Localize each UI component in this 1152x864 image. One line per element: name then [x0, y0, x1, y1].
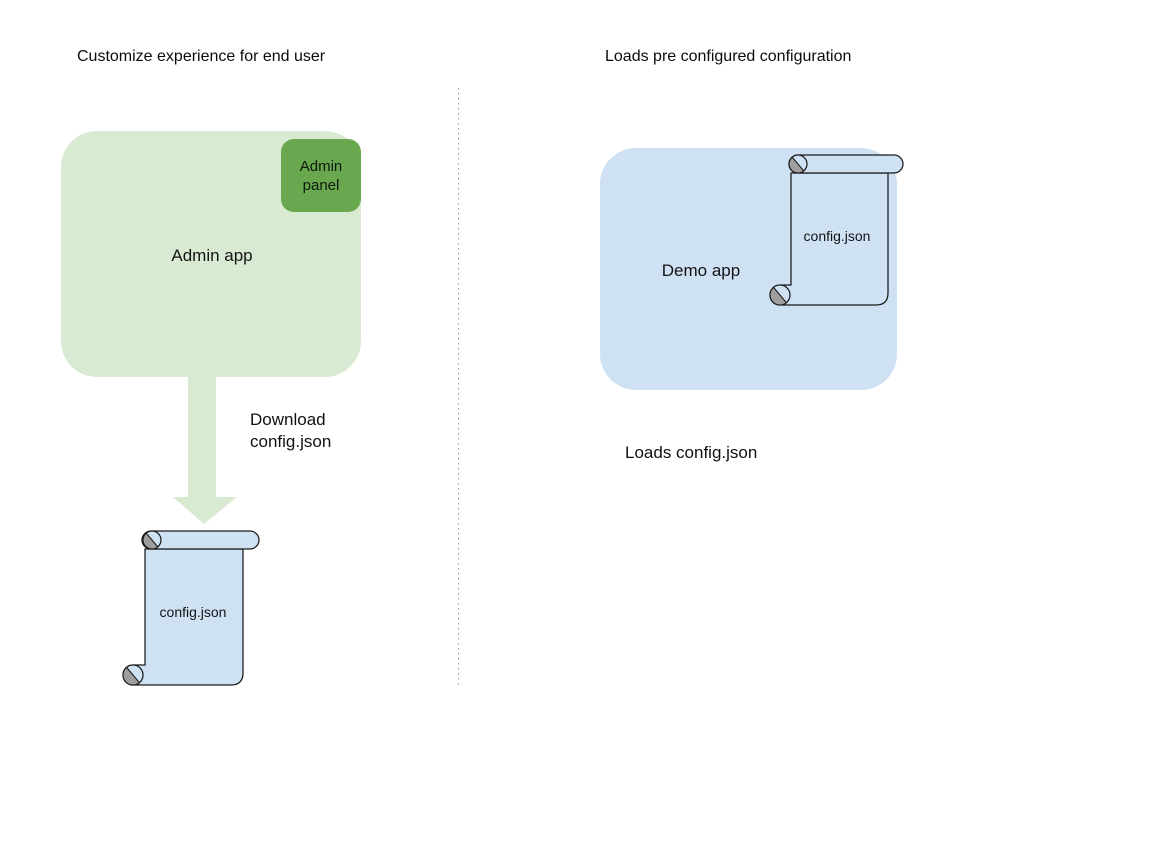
config-json-scroll-right-icon	[769, 154, 904, 306]
download-config-label: Download config.json	[250, 410, 332, 451]
left-section-title: Customize experience for end user	[77, 48, 326, 65]
right-section-title: Loads pre configured configuration	[605, 48, 852, 65]
loads-config-caption: Loads config.json	[625, 443, 758, 462]
section-divider-line	[458, 88, 459, 686]
config-json-label-right: config.json	[803, 228, 871, 244]
demo-app-label: Demo app	[661, 261, 741, 280]
download-arrow-icon	[173, 377, 237, 524]
admin-panel-label: Admin panel	[299, 157, 343, 194]
admin-panel-box: Admin panel	[281, 139, 361, 212]
config-json-label-left: config.json	[159, 604, 227, 620]
admin-app-label: Admin app	[171, 246, 253, 265]
config-json-scroll-left-icon	[122, 530, 260, 686]
